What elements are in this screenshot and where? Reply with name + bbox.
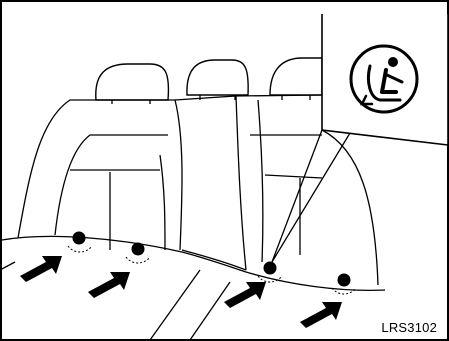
figure-code: LRS3102 (381, 320, 437, 335)
child-seat-anchor-icon (351, 46, 417, 112)
headrest-left (96, 64, 169, 100)
headrest-center (187, 60, 248, 95)
headrests (96, 58, 322, 100)
